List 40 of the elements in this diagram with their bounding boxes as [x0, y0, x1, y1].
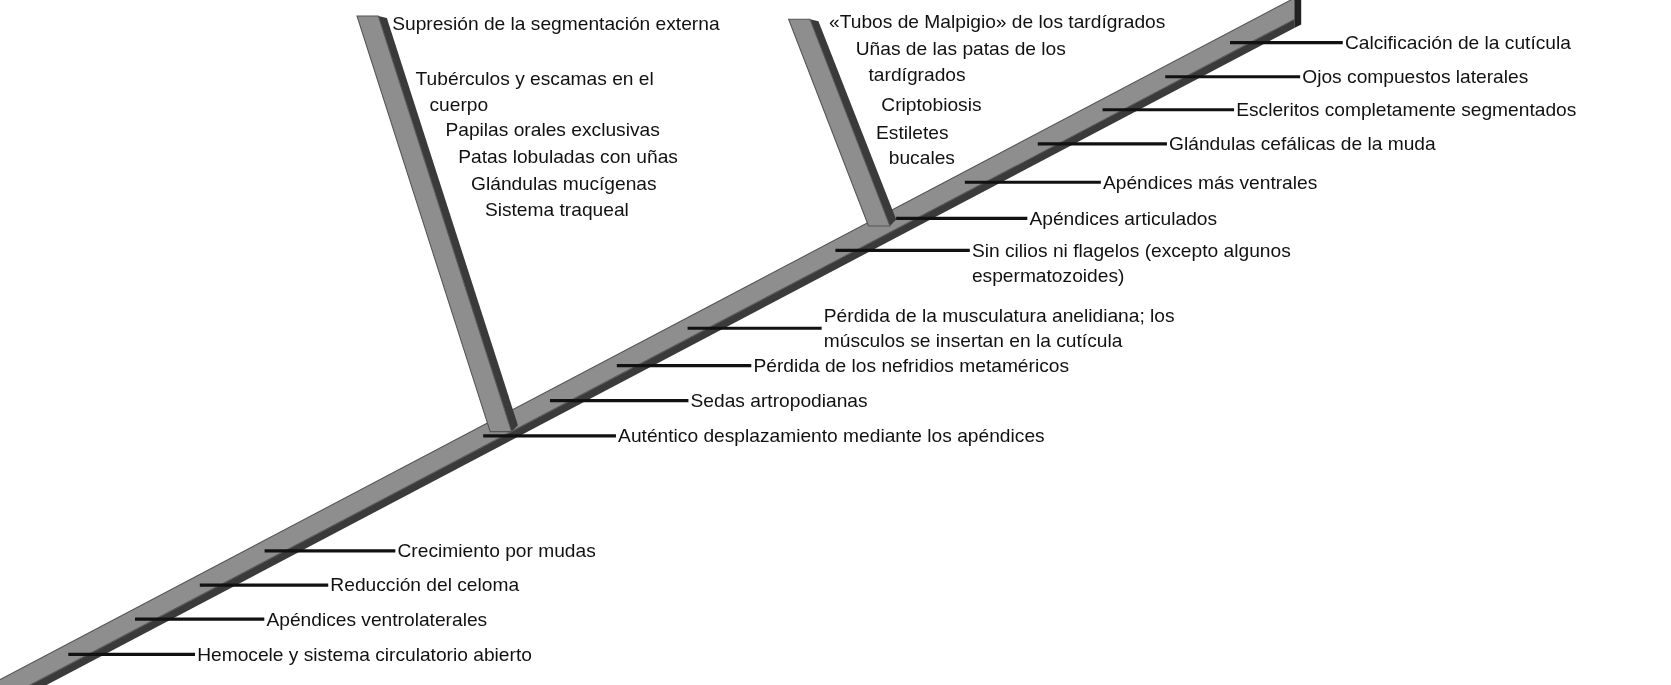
trait-label: Supresión de la segmentación externa	[392, 11, 721, 37]
trait-label: «Tubos de Malpigio» de los tardígrados	[829, 9, 1166, 34]
leader-line	[964, 180, 1101, 184]
trait-label: Pérdida de la musculatura anelidiana; los músculos se insertan en la cutícula	[823, 302, 1235, 354]
trait-label: Uñas de las patas de los tardígrados	[855, 37, 1067, 88]
trait-label: Glándulas cefálicas de la muda	[1169, 131, 1436, 157]
leader-line	[550, 399, 689, 403]
trait-label: Apéndices ventrolaterales	[266, 606, 488, 632]
trait-label: Auténtico desplazamiento mediante los apéndices	[618, 423, 1045, 449]
leader-line	[68, 652, 195, 656]
trait-label: Papilas orales exclusivas	[445, 118, 660, 143]
trait-label: Patas lobuladas con uñas	[458, 145, 678, 170]
leader-line	[687, 326, 822, 330]
trait-label: Sin cilios ni flagelos (excepto algunos espermatozoides)	[971, 237, 1292, 289]
leader-line	[835, 248, 970, 253]
leader-line	[264, 549, 396, 553]
trait-label: Criptobiosis	[881, 92, 982, 118]
trait-label: Apéndices más ventrales	[1103, 169, 1318, 195]
leader-line	[483, 434, 616, 438]
trait-label: Tubérculos y escamas en el cuerpo	[415, 67, 655, 118]
trait-label: Sedas artropodianas	[690, 387, 868, 414]
trait-label: Sistema traqueal	[484, 198, 629, 223]
leader-line	[896, 216, 1028, 221]
trait-label: Crecimiento por mudas	[397, 538, 596, 564]
leader-line	[135, 617, 265, 621]
leader-line	[1230, 41, 1343, 45]
trait-label: Estiletes bucales	[876, 120, 956, 171]
leader-line	[1165, 75, 1301, 79]
trait-label: Calcificación de la cutícula	[1344, 29, 1571, 56]
trait-label: Reducción del celoma	[330, 572, 520, 598]
trait-label: Ojos compuestos laterales	[1302, 63, 1529, 90]
leader-line	[1102, 108, 1235, 112]
trait-label: Apéndices articulados	[1029, 205, 1218, 232]
trait-label: Escleritos completamente segmentados	[1236, 97, 1577, 123]
trait-label: Pérdida de los nefridios metaméricos	[753, 352, 1070, 379]
leader-line	[199, 583, 329, 587]
trait-label: Hemocele y sistema circulatorio abierto	[197, 641, 532, 668]
trait-label: Glándulas mucígenas	[471, 171, 657, 196]
leader-line	[1037, 142, 1167, 146]
leader-line	[616, 363, 752, 368]
